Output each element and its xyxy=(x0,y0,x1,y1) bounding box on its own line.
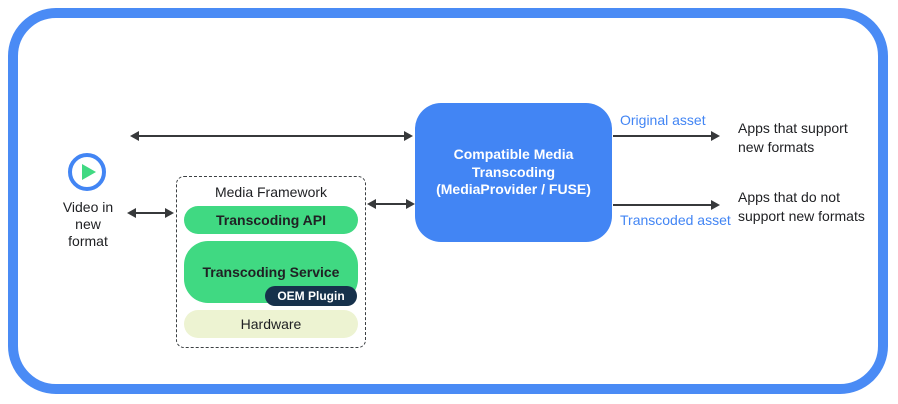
transcoded-asset-label: Transcoded asset xyxy=(620,212,731,228)
hardware-pill: Hardware xyxy=(184,310,358,338)
arrow-transcoded-asset xyxy=(613,200,720,210)
play-icon xyxy=(68,153,106,191)
transcoding-service-label: Transcoding Service xyxy=(202,264,340,280)
arrow-source-transcoder xyxy=(130,131,413,141)
transcoding-service-box: Transcoding Service OEM Plugin xyxy=(184,241,358,306)
apps-support-label: Apps that support new formats xyxy=(738,120,848,155)
media-framework-title: Media Framework xyxy=(214,184,328,200)
arrow-video-framework xyxy=(127,208,174,218)
play-triangle-icon xyxy=(82,164,96,180)
outer-frame xyxy=(8,8,888,394)
oem-plugin-pill: OEM Plugin xyxy=(265,286,357,306)
arrow-framework-transcoder xyxy=(367,199,415,209)
original-asset-label: Original asset xyxy=(620,112,706,128)
arrow-original-asset xyxy=(613,131,720,141)
source-video-label: Video in new format xyxy=(62,199,114,249)
compatible-media-transcoding-label: Compatible Media Transcoding (MediaProvi… xyxy=(436,146,591,198)
compatible-media-transcoding-box: Compatible Media Transcoding (MediaProvi… xyxy=(415,103,612,242)
transcoding-api-pill: Transcoding API xyxy=(184,206,358,234)
apps-no-support-label: Apps that do not support new formats xyxy=(738,189,865,224)
